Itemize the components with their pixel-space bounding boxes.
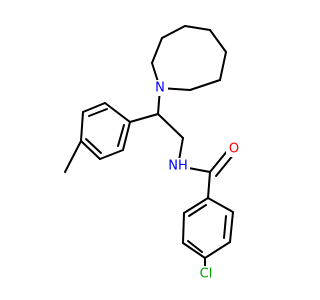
bond bbox=[122, 121, 131, 151]
bond bbox=[80, 140, 101, 160]
bond bbox=[82, 102, 106, 113]
bond bbox=[99, 149, 124, 160]
amide-nitrogen-label: NH bbox=[168, 159, 188, 174]
bond bbox=[182, 212, 185, 244]
bond bbox=[207, 171, 211, 199]
bond bbox=[229, 211, 234, 243]
ethyl-linker bbox=[157, 87, 184, 167]
bond bbox=[209, 149, 229, 173]
carbonyl-oxygen-label: O bbox=[229, 142, 239, 157]
bond bbox=[183, 197, 209, 214]
bond bbox=[219, 51, 227, 81]
bond bbox=[184, 25, 211, 31]
bond bbox=[151, 37, 163, 64]
double-bond-line bbox=[117, 124, 125, 147]
double-bond-line bbox=[187, 240, 203, 253]
tolyl-ring bbox=[64, 102, 159, 173]
double-bond-line bbox=[223, 215, 227, 239]
bond bbox=[161, 25, 186, 39]
methyl-bond bbox=[64, 140, 82, 173]
bond bbox=[104, 102, 131, 123]
double-bond-line bbox=[215, 153, 235, 177]
azepane-ring bbox=[151, 25, 227, 91]
double-bond-line bbox=[188, 204, 207, 217]
bond bbox=[182, 242, 206, 259]
molecule-canvas: N NH O Cl bbox=[64, 25, 242, 282]
bond bbox=[129, 113, 159, 123]
double-bond-line bbox=[88, 108, 108, 117]
bond bbox=[209, 29, 227, 53]
atom-labels: N NH O Cl bbox=[152, 80, 242, 282]
double-bond-line bbox=[85, 138, 102, 154]
bond bbox=[207, 197, 234, 213]
chlorine-label: Cl bbox=[200, 267, 213, 282]
bond bbox=[80, 111, 84, 142]
amine-nitrogen-label: N bbox=[155, 81, 165, 96]
structure-diagram: N NH O Cl bbox=[64, 25, 242, 282]
bond bbox=[157, 113, 184, 139]
chlorophenyl-ring bbox=[182, 171, 234, 269]
bond bbox=[189, 79, 221, 91]
bond bbox=[204, 241, 231, 259]
